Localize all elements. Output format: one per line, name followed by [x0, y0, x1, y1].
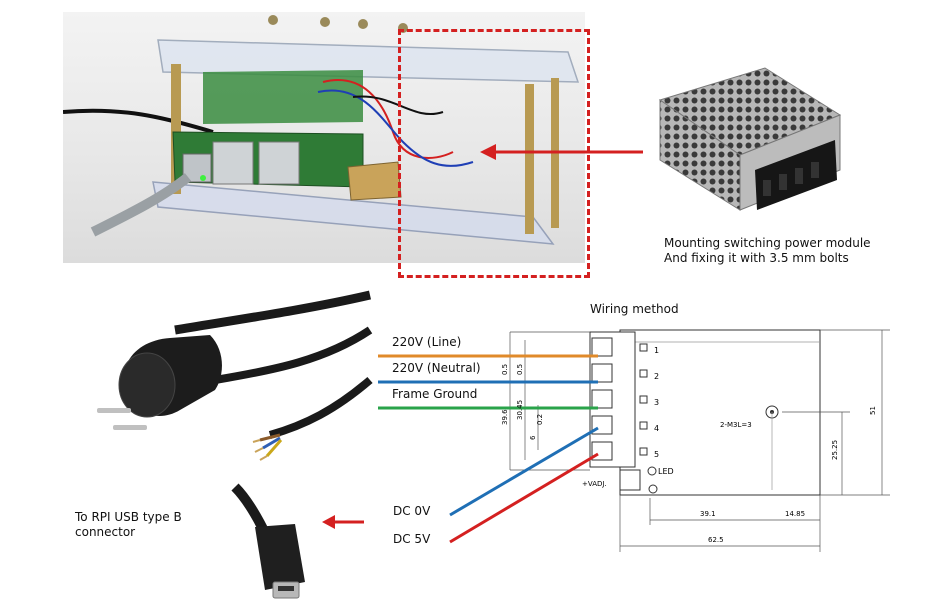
rpi-case-photo: [63, 12, 585, 263]
dim-39-6: 39.6: [501, 409, 509, 425]
pin-1-label: 1: [654, 346, 659, 355]
led-label: LED: [658, 467, 674, 476]
dim-0-5-b: 0.5: [516, 364, 524, 375]
hole-label: 2-M3L=3: [720, 421, 752, 429]
vadj-label: +VADJ.: [582, 480, 607, 488]
arrow-to-case: [480, 144, 643, 160]
dim-6: 6: [529, 435, 537, 440]
rpi-note-line1: To RPI USB type B: [75, 510, 182, 524]
pin-4-label: 4: [654, 424, 659, 433]
rpi-note: To RPI USB type B connector: [75, 510, 182, 540]
mounting-note-line2: And fixing it with 3.5 mm bolts: [664, 251, 849, 265]
dim-39-1: 39.1: [700, 510, 716, 518]
mounting-note-line1: Mounting switching power module: [664, 236, 871, 250]
usb-connector-image: [231, 483, 305, 599]
rpi-case-illustration: [63, 15, 580, 245]
dim-30-45: 30.45: [516, 400, 524, 420]
rpi-note-line2: connector: [75, 525, 136, 539]
dim-51: 51: [869, 406, 877, 415]
line-label: 220V (Line): [392, 335, 462, 349]
dc5-wire: [449, 452, 599, 544]
power-plug-image: [97, 290, 373, 461]
pin-5-label: 5: [654, 450, 659, 459]
pin-3-label: 3: [654, 398, 659, 407]
neutral-label: 220V (Neutral): [392, 361, 481, 375]
dc5-label: DC 5V: [393, 532, 431, 546]
dim-25-25: 25.25: [831, 440, 839, 460]
pin-2-label: 2: [654, 372, 659, 381]
dc0-label: DC 0V: [393, 504, 431, 518]
dim-0-5-a: 0.5: [501, 364, 509, 375]
dim-14-85: 14.85: [785, 510, 805, 518]
arrow-to-rpi: [322, 515, 364, 529]
wiring-diagram: 1 2 3 4 5 LED +VADJ. 2-M3L=3 39.1 14.85 …: [378, 329, 890, 552]
mounting-note: Mounting switching power module And fixi…: [664, 236, 871, 266]
dim-0-2: 0.2: [536, 414, 544, 425]
dc0-wire: [449, 426, 599, 517]
dim-62-5: 62.5: [708, 536, 724, 544]
wiring-title: Wiring method: [590, 302, 679, 316]
ground-label: Frame Ground: [392, 387, 478, 401]
power-module-image: [658, 67, 842, 211]
